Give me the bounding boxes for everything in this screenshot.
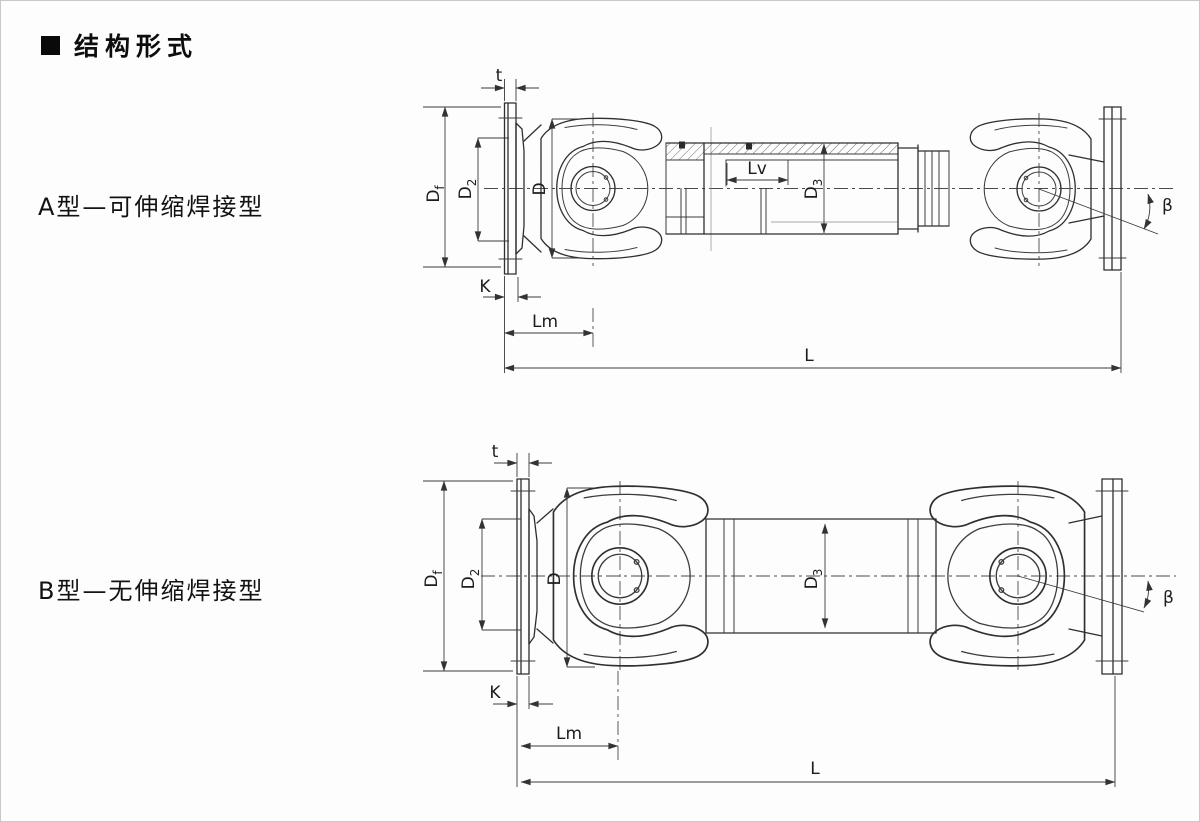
dim-label-df-b: Df	[422, 570, 445, 588]
dimensions-a: t Df D2 D Lv D3	[423, 66, 1122, 373]
left-flange-b	[510, 478, 554, 675]
dim-label-beta-a: β	[1162, 196, 1173, 216]
dim-label-d-b: D	[545, 572, 565, 585]
beta-angle-b: β	[1017, 575, 1174, 613]
dim-label-t-a: t	[496, 66, 503, 86]
square-bullet-icon	[41, 35, 60, 55]
beta-angle-a: β	[1038, 188, 1173, 235]
dim-label-lm-b: Lm	[556, 724, 582, 744]
tube-b	[705, 518, 937, 634]
centerlines-a	[484, 113, 1176, 266]
dim-label-lv-a: Lv	[747, 159, 767, 179]
spline-sleeve-and-tube-a	[665, 141, 950, 235]
page-title: 结构形式	[74, 32, 199, 61]
type-a-label: A型—可伸缩焊接型	[38, 193, 265, 221]
dim-label-d2-b: D2	[459, 569, 482, 590]
section-title: 结构形式	[41, 27, 198, 63]
dim-label-d-a: D	[530, 182, 550, 195]
dim-label-l-a: L	[804, 346, 814, 366]
right-flange-a	[1068, 106, 1127, 271]
dim-label-beta-b: β	[1163, 588, 1174, 608]
dim-label-k-b: K	[489, 683, 501, 703]
right-yoke-a	[969, 118, 1092, 260]
dim-label-d3-a: D3	[802, 179, 825, 200]
type-a-drawing: β t Df D2 D	[423, 66, 1176, 373]
left-flange-a	[498, 102, 542, 275]
dim-label-k-a: K	[479, 277, 491, 297]
dim-label-d2-a: D2	[456, 179, 479, 200]
dim-label-l-b: L	[810, 759, 820, 779]
dim-label-t-b: t	[492, 442, 499, 462]
type-b-label: B型—无伸缩焊接型	[38, 577, 265, 605]
dim-label-d3-b: D3	[802, 569, 825, 590]
dim-label-df-a: Df	[424, 185, 447, 203]
dimensions-b: t Df D2 D D3 K Lm	[422, 442, 1116, 787]
type-b-drawing: β t Df D2 D D3	[422, 442, 1176, 787]
centerlines-b	[481, 481, 1176, 673]
right-flange-b	[1068, 478, 1129, 675]
dim-label-lm-a: Lm	[532, 312, 558, 332]
